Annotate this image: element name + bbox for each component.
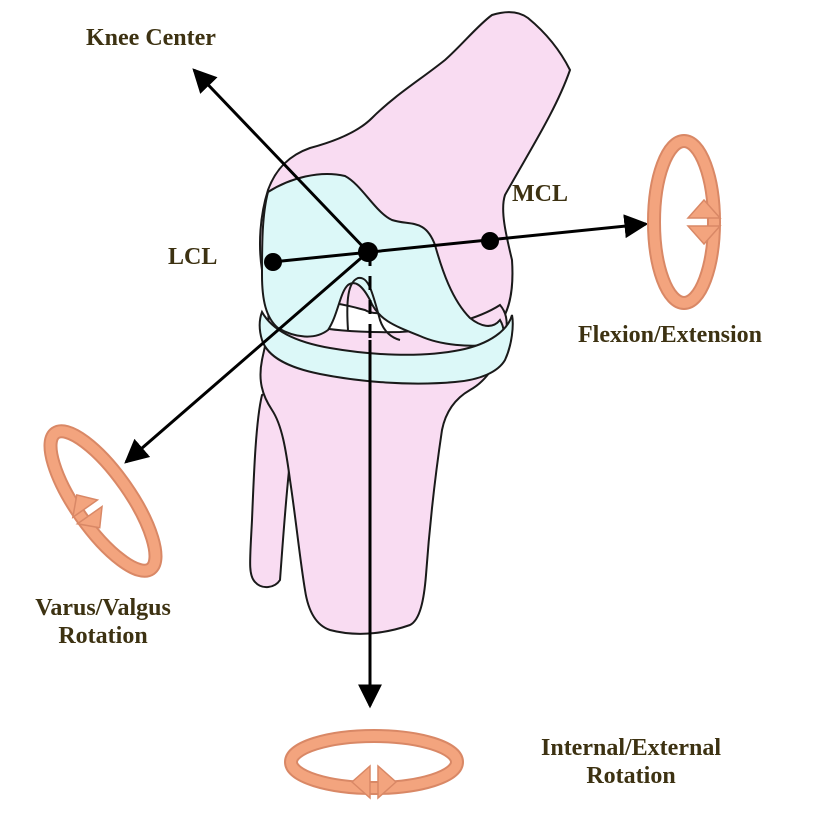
internal-rotation-ring (291, 736, 457, 798)
lcl-point (264, 253, 282, 271)
label-knee-center: Knee Center (86, 24, 216, 52)
label-lcl: LCL (168, 243, 217, 271)
label-varus-line1: Varus/Valgus (8, 594, 198, 622)
label-varus-valgus: Varus/Valgus Rotation (8, 594, 198, 651)
label-internal-external: Internal/External Rotation (505, 734, 757, 791)
knee-center-point (358, 242, 378, 262)
label-internal-line2: Rotation (505, 762, 757, 790)
flexion-rotation-ring (654, 141, 720, 303)
label-mcl: MCL (512, 180, 568, 208)
label-varus-line2: Rotation (8, 622, 198, 650)
mcl-point (481, 232, 499, 250)
label-flexion-extension: Flexion/Extension (578, 321, 762, 349)
varus-rotation-ring (28, 418, 173, 589)
label-internal-line1: Internal/External (505, 734, 757, 762)
